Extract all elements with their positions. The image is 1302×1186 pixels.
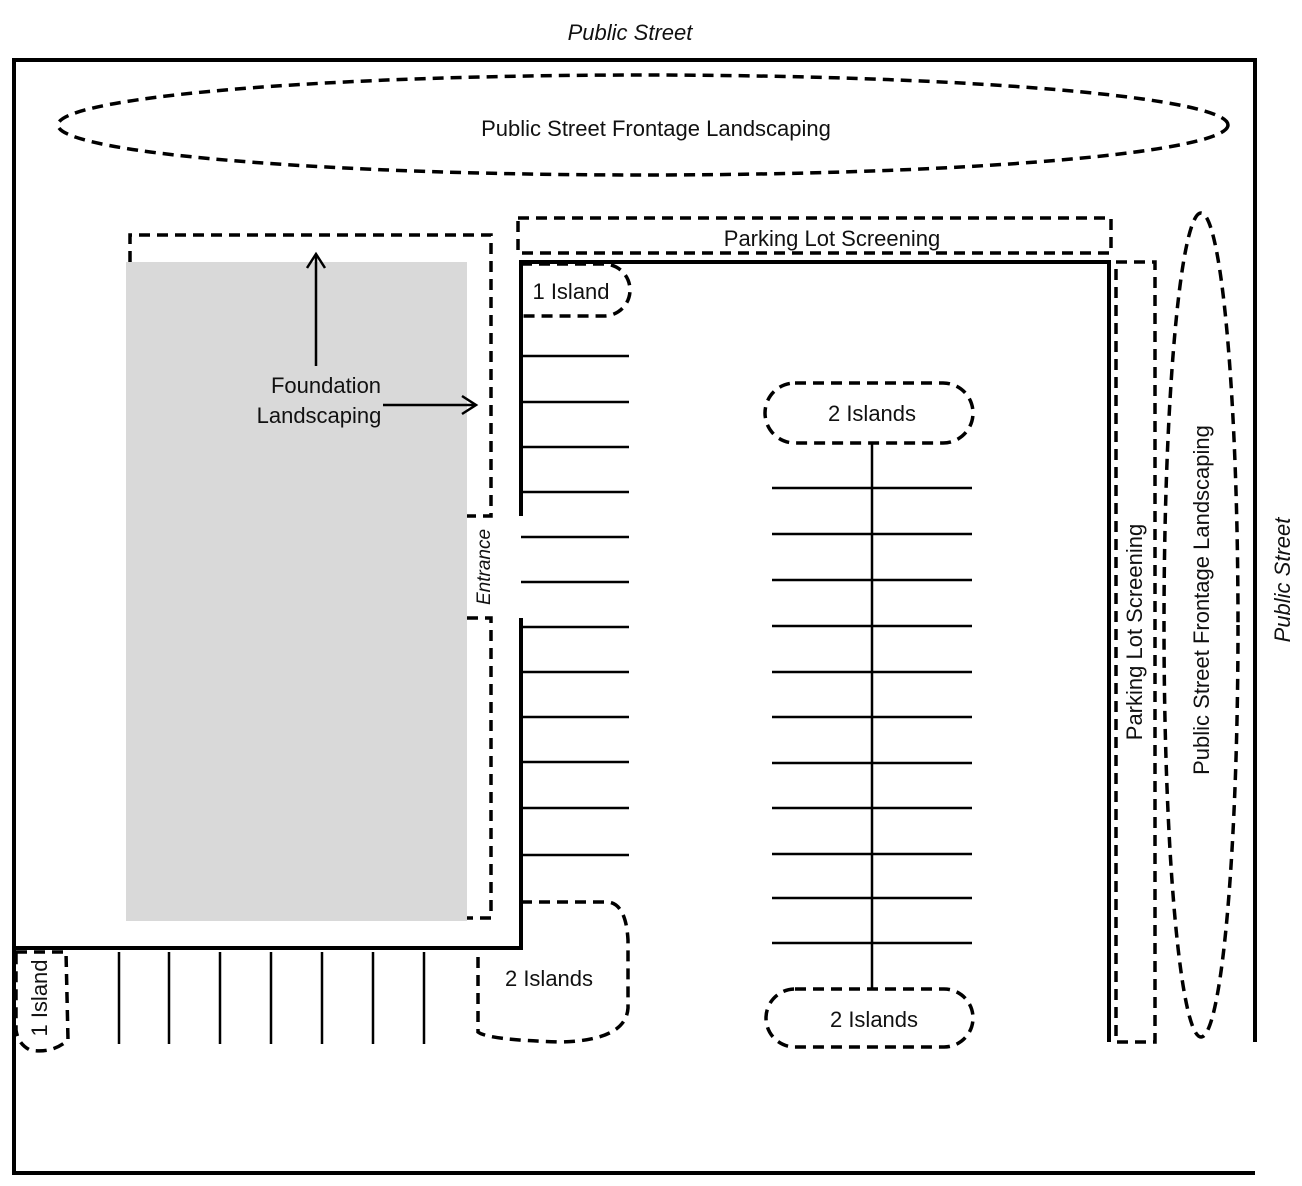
frontage-landscaping-top <box>56 73 1230 177</box>
island-top-left-lot-label: 1 Island <box>532 279 609 304</box>
property-boundary <box>12 58 1257 1175</box>
island-center-bottom-label: 2 Islands <box>830 1007 918 1032</box>
center-stall-row <box>772 486 972 945</box>
left-stall-row <box>521 354 629 857</box>
frontage-landscaping-top-label: Public Street Frontage Landscaping <box>481 116 831 141</box>
foundation-landscaping-upper <box>128 233 493 518</box>
parking-lot-curb-lower <box>14 618 523 950</box>
parking-screening-right <box>1114 260 1157 1044</box>
foundation-arrow-up-head <box>305 251 327 269</box>
parking-screening-top-label: Parking Lot Screening <box>724 226 940 251</box>
island-center-top-label: 2 Islands <box>828 401 916 426</box>
island-corner-label: 2 Islands <box>505 966 593 991</box>
island-bottom-left-label: 1 Island <box>27 959 52 1036</box>
parking-screening-top <box>516 216 1113 255</box>
foundation-label-line1: Foundation <box>271 373 381 398</box>
island-corner <box>476 900 630 1044</box>
foundation-landscaping-lower <box>467 616 493 920</box>
street-label-right: Public Street <box>1270 517 1295 643</box>
bottom-stall-row <box>117 952 426 1044</box>
foundation-arrow-right-head <box>461 394 479 416</box>
frontage-landscaping-right-label: Public Street Frontage Landscaping <box>1189 425 1214 775</box>
building <box>126 262 467 921</box>
frontage-landscaping-right <box>1162 211 1240 1039</box>
island-center-bottom <box>764 987 975 1049</box>
island-center-top <box>763 381 975 445</box>
island-top-left-lot <box>521 262 632 318</box>
foundation-label-line2: Landscaping <box>257 403 382 428</box>
entrance-label: Entrance <box>474 529 495 605</box>
parking-lot-curb-left <box>519 260 1111 1042</box>
street-label-top: Public Street <box>568 20 694 45</box>
parking-screening-right-label: Parking Lot Screening <box>1122 524 1147 740</box>
